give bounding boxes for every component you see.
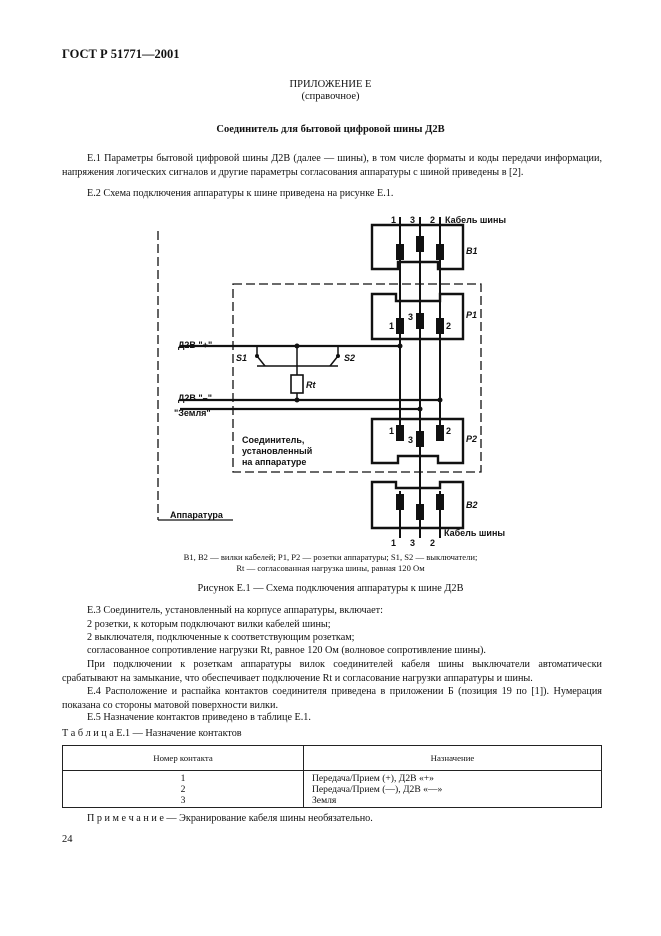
resistor-rt [290,374,304,394]
list-item-2: 2 выключателя, подключенные к соответств… [87,632,355,643]
paragraph-e1: E.1 Параметры бытовой цифровой шины Д2В … [62,153,602,178]
list-item-3: согласованное сопротивление нагрузки Rt,… [87,645,486,656]
paragraph-e3: E.3 Соединитель, установленный на корпус… [87,605,383,616]
figure-legend-line2: Rt — согласованная нагрузка шины, равная… [236,563,425,573]
pin-label-p1-3: 3 [408,312,413,322]
plug-b2-outline [370,480,465,530]
figure-caption: Рисунок E.1 — Схема подключения аппарату… [197,583,464,594]
table-header-row: Номер контакта Назначение [62,745,602,771]
connector-frame [232,283,482,473]
pin-label-p1-1: 1 [389,321,394,331]
table-cell-purpose: Передача/Прием (+), Д2В «+» [312,773,434,784]
connector-label-1: Соединитель, [242,435,304,445]
document-id: ГОСТ Р 51771—2001 [62,47,180,61]
pin-label-top-1: 1 [391,215,396,225]
pin-label-top-3: 3 [410,215,415,225]
pin-label-p2-2: 2 [446,426,451,436]
paragraph-e5: E.5 Назначение контактов приведено в таб… [87,712,311,723]
table-cell-purpose: Земля [312,795,337,806]
label-s2: S2 [344,353,355,363]
paragraph-e2: E.2 Схема подключения аппаратуры к шине … [87,188,394,199]
label-b1: B1 [466,246,478,256]
label-rt: Rt [306,380,316,390]
label-b2: B2 [466,500,478,510]
section-title: Соединитель для бытовой цифровой шины Д2… [216,124,445,135]
table-cell-num: 2 [180,784,186,795]
paragraph-switch-behavior: При подключении к розеткам аппаратуры ви… [62,659,602,684]
cable-bottom-label: Кабель шины [444,528,505,538]
appendix-title: ПРИЛОЖЕНИЕ Е [289,79,372,90]
table-header-cell: Назначение [303,745,602,771]
socket-p2-outline [370,417,465,465]
table-caption: Т а б л и ц а E.1 — Назначение контактов [62,728,242,739]
label-s1: S1 [236,353,247,363]
table-cell-num: 3 [180,795,186,806]
label-p2: P2 [466,434,477,444]
table-cell-purpose: Передача/Прием (—), Д2В «—» [312,784,443,795]
label-d2b-minus: Д2В "–" [178,393,212,403]
contacts-table: Номер контакта Назначение 1 2 3 Передача… [62,745,602,808]
figure-legend-line1: B1, B2 — вилки кабелей; P1, P2 — розетки… [183,552,478,562]
table-header-cell: Номер контакта [62,745,304,771]
pin-label-bottom-2: 2 [430,538,435,548]
apparatus-label: Аппаратура [170,510,224,520]
connector-label-3: на аппаратуре [242,457,306,467]
pin-label-p1-2: 2 [446,321,451,331]
label-p1: P1 [466,310,477,320]
list-item-1: 2 розетки, к которым подключают вилки ка… [87,619,331,630]
connector-label-2: установленный [242,446,312,456]
page-number: 24 [62,834,73,845]
pin-label-top-2: 2 [430,215,435,225]
paragraph-e4: E.4 Расположение и распайка контактов со… [62,686,602,711]
connection-diagram: 1 3 2 Кабель шины B1 P1 1 3 2 P2 1 3 2 B… [157,215,506,548]
cable-top-label: Кабель шины [445,215,506,225]
label-ground: "Земля" [174,408,211,418]
table-row: 1 2 3 Передача/Прием (+), Д2В «+» Переда… [62,770,602,808]
pin-label-p2-1: 1 [389,426,394,436]
plug-b1-outline [370,223,465,271]
pin-label-bottom-1: 1 [391,538,396,548]
pin-label-bottom-3: 3 [410,538,415,548]
pin-label-p2-3: 3 [408,435,413,445]
table-cell-num: 1 [180,773,186,784]
table-note: П р и м е ч а н и е — Экранирование кабе… [87,813,373,824]
label-d2b-plus: Д2В "+" [178,340,212,350]
appendix-subtitle: (справочное) [301,91,360,102]
